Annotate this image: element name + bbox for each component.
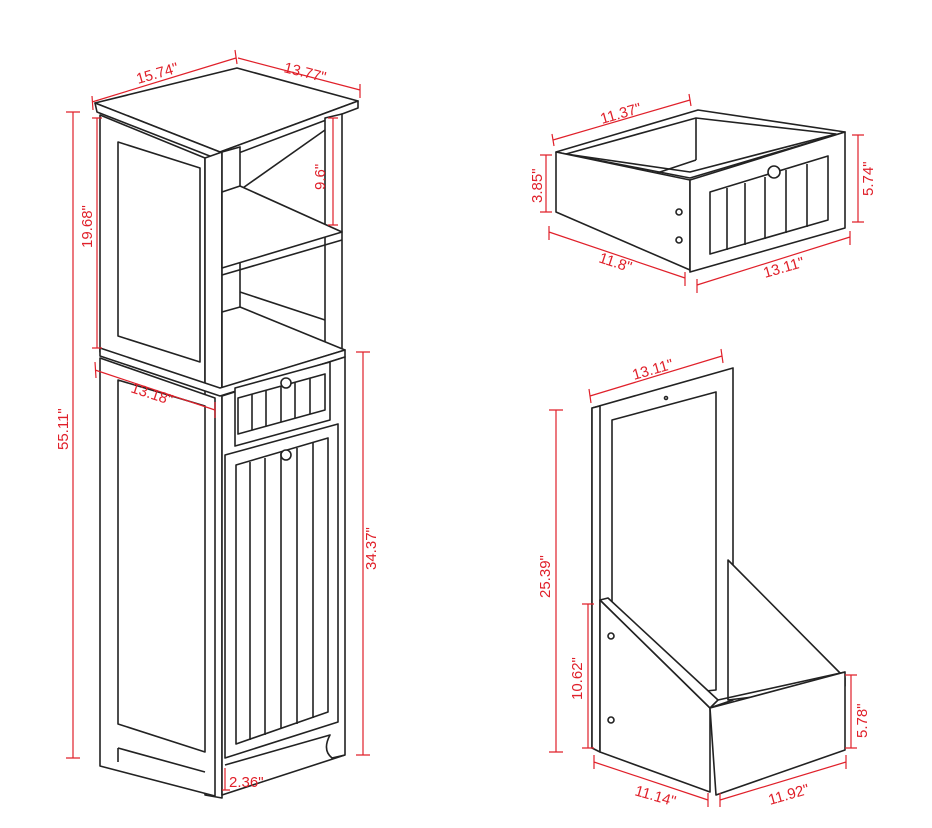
drawer-front-height-label: 5.74" — [860, 161, 877, 196]
hamper-front-width-label: 11.92" — [766, 781, 811, 809]
drawer-front-width-label: 13.11" — [761, 254, 806, 282]
cabinet-base — [117, 734, 346, 773]
shelf — [221, 185, 343, 269]
drawer-drawing — [555, 109, 846, 273]
hamper-back-height-label: 25.39" — [537, 555, 554, 598]
drawer-front — [234, 361, 331, 447]
lower-side-panel — [99, 357, 216, 797]
drawer-knob-icon — [767, 165, 781, 179]
hamper-side-height-label: 10.62" — [569, 657, 586, 700]
upper-height-label: 19.68" — [79, 205, 96, 248]
drawer-depth-label: 11.37" — [598, 100, 643, 128]
hamper-front — [709, 671, 846, 796]
drawer-knob-icon — [280, 377, 292, 389]
shelf-height-label: 9.6" — [312, 164, 329, 190]
base-height-label: 2.36" — [229, 774, 264, 791]
hamper-front-height-label: 5.78" — [854, 703, 871, 738]
hamper-drawing — [591, 367, 846, 796]
lower-height-label: 34.37" — [363, 527, 380, 570]
cabinet-drawing — [94, 67, 359, 799]
hamper-width-label: 13.11" — [630, 356, 675, 384]
cabinet-dimensions: 15.74" 13.77" 9.6" 19.68" 55.11" 13.18" … — [55, 49, 380, 791]
total-height-label: 55.11" — [55, 408, 72, 450]
drawer-side-length-label: 11.8" — [597, 250, 634, 276]
drawer-back-height-label: 3.85" — [529, 168, 546, 203]
hamper-depth-label: 11.14" — [633, 783, 678, 811]
door-knob-icon — [280, 449, 292, 461]
